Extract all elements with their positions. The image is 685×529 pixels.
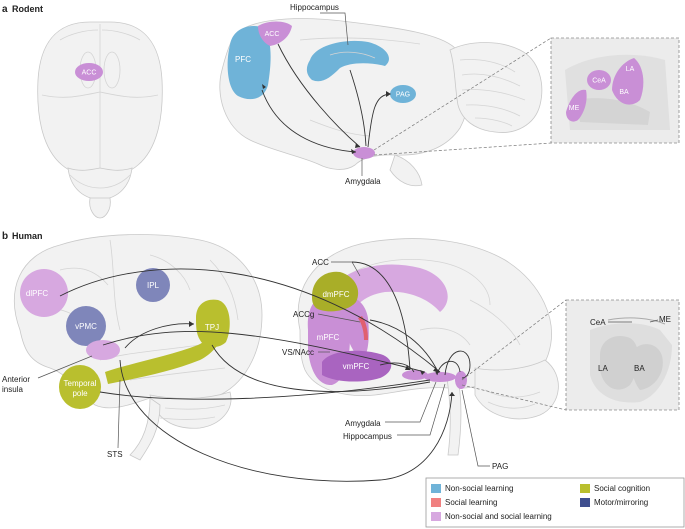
panel-b-title: Human	[12, 231, 43, 241]
human-vpmc-label: vPMC	[75, 322, 97, 331]
arrow-insula-tpj	[124, 323, 195, 349]
human-temporal-pole-label-2: pole	[72, 389, 88, 398]
arrow-acc-amygdala	[277, 43, 361, 148]
legend-swatch	[431, 512, 441, 521]
human-ba-label: BA	[634, 364, 645, 373]
arrow-vmpfc-vs	[379, 362, 415, 373]
human-tpj-label: TPJ	[205, 323, 219, 332]
legend-swatch	[431, 484, 441, 493]
legend-swatch	[580, 498, 590, 507]
legend-box	[425, 477, 685, 528]
rodent-me-label: ME	[569, 105, 580, 112]
legend: Non-social learning Social cognition Soc…	[425, 477, 685, 528]
arrow-tpj-amygdala	[211, 344, 431, 392]
legend-label: Motor/mirroring	[594, 498, 648, 507]
human-vs-nacc-label: VS/NAcc	[282, 348, 314, 357]
human-sts-label: STS	[107, 450, 123, 459]
human-pag-label: PAG	[492, 462, 508, 471]
legend-item-social-learning: Social learning	[431, 498, 497, 507]
human-hippocampus-label: Hippocampus	[343, 432, 392, 441]
legend-swatch	[580, 484, 590, 493]
human-brain-lateral	[13, 234, 263, 461]
rodent-la-ba	[612, 58, 644, 105]
rodent-pag	[390, 85, 416, 103]
panel-a: a Rodent ACC	[2, 3, 680, 219]
human-vmpfc	[322, 350, 392, 382]
panel-a-letter: a	[2, 4, 8, 15]
rodent-me	[566, 89, 587, 122]
arrow-temporal-amygdala	[99, 379, 431, 400]
arrow-hippocampus-amygdala	[349, 69, 367, 147]
human-vpmc	[66, 306, 106, 346]
human-dmpfc-label: dmPFC	[322, 290, 349, 299]
rodent-acc-label: ACC	[265, 31, 280, 38]
human-la-label: LA	[598, 364, 608, 373]
human-dlpfc-label: dlPFC	[26, 289, 48, 298]
rodent-acc-top-label: ACC	[82, 70, 97, 77]
arrow-acc-vs	[351, 261, 411, 371]
human-pag	[455, 371, 467, 389]
human-mpfc-label: mPFC	[317, 333, 340, 342]
legend-item-motor-mirroring: Motor/mirroring	[580, 498, 648, 507]
human-amygdala	[424, 372, 456, 382]
rodent-hippocampus	[306, 40, 389, 82]
arrow-sts-amygdala-loop	[119, 359, 453, 482]
rodent-la-label: LA	[626, 66, 635, 73]
human-amygdala-label: Amygdala	[345, 419, 381, 428]
rodent-acc	[258, 21, 292, 46]
human-acc-label: ACC	[312, 258, 329, 267]
human-anterior-insula-label-2: insula	[2, 385, 23, 394]
legend-label: Social learning	[445, 498, 497, 507]
human-dmpfc	[312, 271, 359, 312]
human-temporal-pole-label-1: Temporal	[64, 379, 97, 388]
arrow-insula-amygdala	[102, 331, 426, 373]
rodent-pag-label: PAG	[396, 92, 410, 99]
rodent-brain-sagittal	[219, 18, 543, 187]
rodent-pfc	[227, 25, 271, 100]
human-ipl	[136, 268, 170, 302]
arrow-dlpfc-amygdala	[59, 268, 441, 373]
rodent-amygdala	[353, 147, 375, 159]
rodent-cea-label: CeA	[592, 78, 606, 85]
panel-b: b Human dlPFC IPL vPMC TPJ	[2, 231, 680, 482]
human-me-label: ME	[659, 315, 671, 324]
rodent-hippocampus-label: Hippocampus	[290, 3, 339, 12]
human-anterior-insula-label-1: Anterior	[2, 375, 30, 384]
panel-a-title: Rodent	[12, 4, 43, 14]
human-accg	[358, 316, 368, 340]
human-cea-label: CeA	[590, 318, 606, 327]
legend-label: Non-social and social learning	[445, 512, 552, 521]
human-sts	[105, 330, 222, 384]
arrow-amygdala-pag	[444, 350, 471, 379]
human-ipl-label: IPL	[147, 281, 160, 290]
panel-b-letter: b	[2, 231, 8, 242]
rodent-brain-top-view	[37, 21, 163, 219]
arrow-pfc-amygdala	[261, 89, 357, 153]
human-tpj	[196, 299, 230, 348]
arrow-accg-amygdala	[369, 319, 439, 373]
legend-label: Social cognition	[594, 484, 650, 493]
rodent-amygdala-label: Amygdala	[345, 177, 381, 186]
legend-item-social-cognition: Social cognition	[580, 484, 650, 493]
legend-item-non-social-and-social-learning: Non-social and social learning	[431, 512, 552, 521]
rodent-cea	[587, 70, 611, 90]
rodent-acc-top	[75, 63, 103, 81]
human-accg-label: ACCg	[293, 310, 314, 319]
human-vmpfc-label: vmPFC	[343, 362, 370, 371]
human-acc	[325, 264, 448, 330]
legend-label: Non-social learning	[445, 484, 513, 493]
legend-item-non-social-learning: Non-social learning	[431, 484, 513, 493]
human-temporal-pole	[59, 365, 101, 409]
rodent-pfc-label: PFC	[235, 55, 251, 64]
legend-swatch	[431, 498, 441, 507]
human-dlpfc	[20, 269, 68, 317]
human-anterior-insula	[86, 340, 120, 360]
rodent-ba-label: BA	[619, 89, 629, 96]
